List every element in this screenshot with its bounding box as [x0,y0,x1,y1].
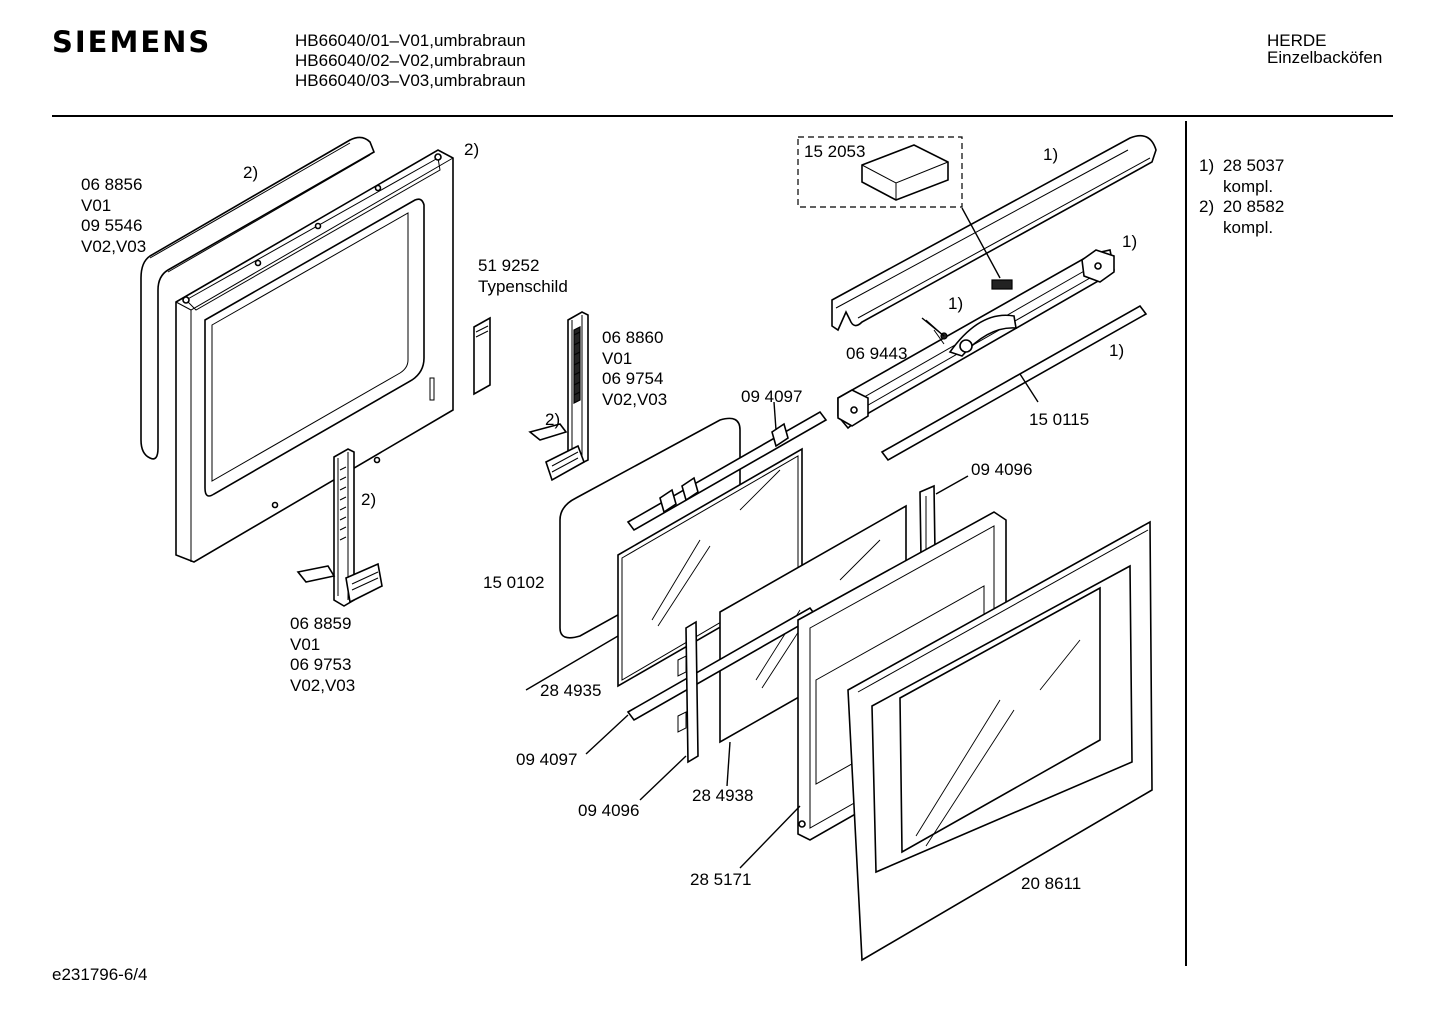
label-284935: 28 4935 [540,681,602,700]
model-line: HB66040/02–V02,umbrabraun [295,51,526,70]
legend-part: 28 5037 [1222,156,1285,175]
label-094096-right: 09 4096 [971,460,1033,479]
leader-lines [525,317,1039,869]
label-208611: 20 8611 [1021,874,1082,893]
hinge-right [528,311,589,482]
legend-row: 2) 20 8582 [1199,197,1284,218]
brand-logo: SIEMENS [52,25,212,59]
variant: V01 [81,195,112,215]
legend: 1) 28 5037 kompl. 2) 20 8582 kompl. [1199,156,1284,238]
insulation-box [797,136,963,208]
note-ref: 2) [464,140,480,159]
category-block: HERDE Einzelbacköfen [1267,31,1382,68]
legend-row: 1) 28 5037 [1199,156,1284,177]
note-ref: 2) [545,410,561,429]
subcategory: Einzelbacköfen [1267,48,1383,67]
part-number: 06 8859 [290,614,352,633]
category: HERDE [1267,31,1327,50]
label-hinge-right: 06 8860 V01 06 9754 V02,V03 [602,328,667,410]
model-list: HB66040/01–V01,umbrabraun HB66040/02–V02… [295,31,526,91]
label-hinge-left: 06 8859 V01 06 9753 V02,V03 [290,614,355,696]
variant: V02,V03 [290,675,356,695]
variant: V01 [602,348,633,368]
legend-note: kompl. [1223,217,1274,237]
note-ref: 2) [243,163,259,182]
variant: V01 [290,634,321,654]
note-ref: 1) [1043,145,1059,164]
label-284938: 28 4938 [692,786,754,805]
legend-key: 1) [1199,156,1215,175]
top-cover [831,134,1157,332]
hinge-left [296,448,383,607]
part-number: 06 8860 [602,328,664,347]
part-number: 06 8856 [81,175,143,194]
model-line: HB66040/03–V03,umbrabraun [295,71,526,90]
trim-strip [880,304,1148,462]
door-gasket [140,136,376,460]
part-description: Typenschild [478,276,568,296]
footer-code: e231796-6/4 [52,965,148,984]
note-ref: 2) [361,490,377,509]
label-door-gasket: 06 8856 V01 09 5546 V02,V03 [81,175,146,257]
part-number: 06 9754 [602,369,664,388]
insulation-pad [861,144,949,201]
label-150115: 15 0115 [1029,410,1090,429]
label-094097-top: 09 4097 [741,387,803,406]
legend-note: kompl. [1223,176,1274,196]
label-152053: 15 2053 [804,142,866,161]
legend-key: 2) [1199,197,1215,216]
part-number: 06 9753 [290,655,352,674]
part-number: 51 9252 [478,256,540,275]
model-line: HB66040/01–V01,umbrabraun [295,31,526,50]
legend-part: 20 8582 [1222,197,1285,216]
label-069443: 06 9443 [846,344,908,363]
note-ref: 1) [1122,232,1138,251]
label-094096-lower: 09 4096 [578,801,640,820]
variant: V02,V03 [81,236,147,256]
variant: V02,V03 [602,389,668,409]
glass-clip-vertical [685,620,699,764]
part-number: 09 5546 [81,216,143,235]
type-plate [473,316,491,396]
label-type-plate: 51 9252 Typenschild [478,256,568,297]
label-094097-lower: 09 4097 [516,750,578,769]
note-ref: 1) [948,294,964,313]
note-ref: 1) [1109,341,1125,360]
label-150102: 15 0102 [483,573,545,592]
label-285171: 28 5171 [690,870,752,889]
